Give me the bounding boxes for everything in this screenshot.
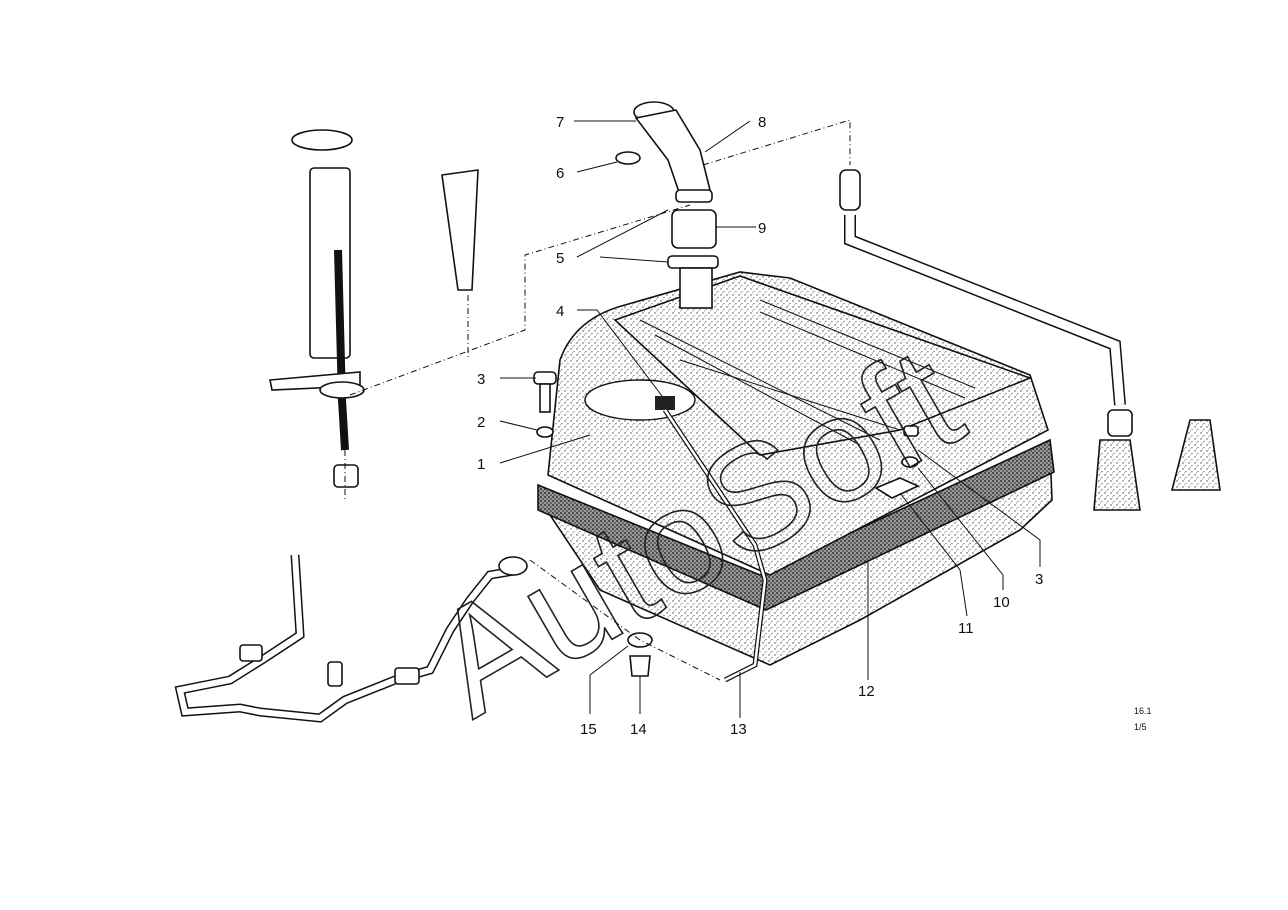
rubber-grommet-2 <box>1170 419 1221 491</box>
callout-1: 1 <box>477 456 485 473</box>
callout-5: 5 <box>556 250 564 267</box>
callout-15: 15 <box>580 721 597 738</box>
callout-13: 13 <box>730 721 747 738</box>
tank-seam-flange <box>537 438 1055 611</box>
callout-2: 2 <box>477 414 485 431</box>
bolt-head <box>533 371 557 385</box>
rubber-grommet <box>1093 439 1141 511</box>
callouts: 7 6 8 9 5 4 3 2 1 3 10 11 12 13 14 15 <box>477 114 1043 738</box>
washer <box>536 426 554 438</box>
tank-filler-pipe <box>679 267 713 309</box>
callout-3-left: 3 <box>477 371 485 388</box>
reference-page: 1/5 <box>1134 722 1147 732</box>
o-ring <box>615 151 641 165</box>
nut-14 <box>629 655 651 677</box>
callout-3-right: 3 <box>1035 571 1043 588</box>
alignment-lines <box>344 119 851 681</box>
fuel-tank <box>537 271 1055 683</box>
filler-hose-sleeve <box>671 209 717 249</box>
reference-code: 16.1 <box>1134 706 1152 716</box>
callout-9: 9 <box>758 220 766 237</box>
filler-hose-elbow <box>634 109 711 196</box>
callout-11: 11 <box>958 620 974 637</box>
callout-14: 14 <box>630 721 647 738</box>
callout-12: 12 <box>858 683 875 700</box>
fuel-sender-unit <box>655 396 675 410</box>
fasteners <box>533 371 919 677</box>
fuel-line <box>174 554 528 723</box>
callout-8: 8 <box>758 114 766 131</box>
level-tube-assembly <box>269 129 479 488</box>
callout-6: 6 <box>556 165 564 182</box>
overflow-tube <box>441 169 479 291</box>
callout-7: 7 <box>556 114 564 131</box>
callout-10: 10 <box>993 594 1010 611</box>
leader-lines <box>499 120 1041 718</box>
vent-hose <box>839 169 1221 511</box>
filler-neck-assembly <box>615 101 719 309</box>
callout-4: 4 <box>556 303 564 320</box>
tank-bracket <box>874 477 920 499</box>
washer-15 <box>627 632 653 648</box>
